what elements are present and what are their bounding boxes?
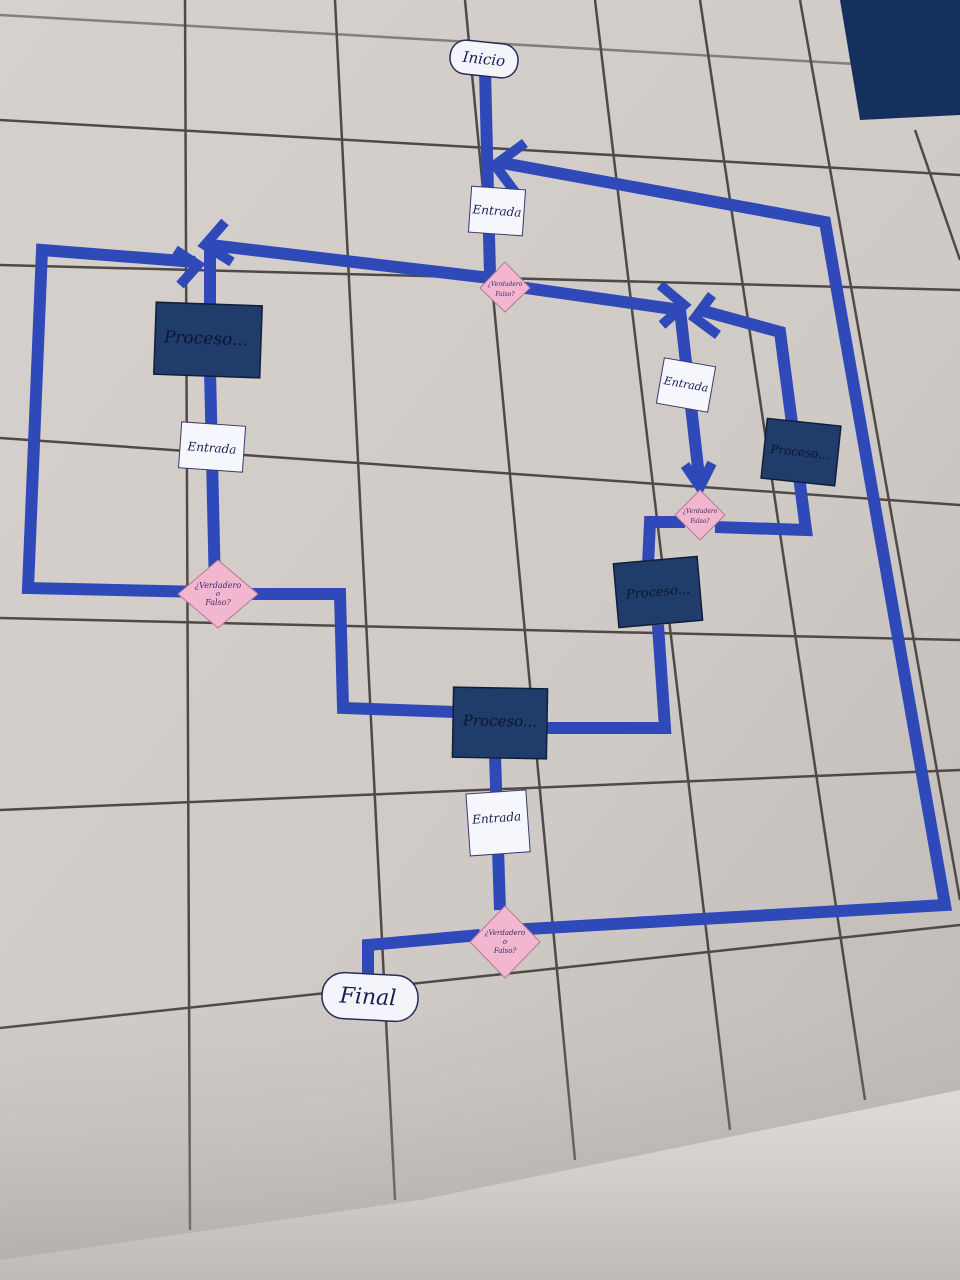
input-card-right: Entrada (655, 357, 717, 413)
process-box-left: Proceso... (152, 301, 263, 379)
svg-text:Falso?: Falso? (689, 518, 710, 525)
input-card-left: Entrada (178, 421, 247, 473)
svg-text:¿Verdadero: ¿Verdadero (683, 508, 718, 515)
svg-text:Falso?: Falso? (493, 947, 517, 955)
svg-text:Proceso...: Proceso... (163, 327, 249, 350)
svg-text:¿Verdadero: ¿Verdadero (485, 929, 526, 937)
svg-text:o: o (503, 938, 507, 946)
end-terminal: Final (321, 971, 419, 1023)
process-box-mid-right: Proceso... (612, 555, 704, 629)
process-box-right: Proceso... (760, 417, 842, 487)
decision-diamond-top: ¿Verdadero Falso? (479, 261, 531, 313)
start-terminal: Inicio (449, 39, 519, 79)
end-label: Final (338, 983, 397, 1011)
input-card-top: Entrada (467, 185, 527, 237)
start-label: Inicio (461, 48, 506, 70)
svg-text:Proceso...: Proceso... (624, 582, 690, 603)
tape-arrowheads (172, 138, 721, 497)
svg-text:Proceso...: Proceso... (769, 442, 831, 462)
svg-text:Falso?: Falso? (494, 291, 515, 298)
svg-text:Falso?: Falso? (204, 598, 231, 607)
arrow-head (197, 218, 235, 267)
process-box-center: Proceso... (451, 686, 549, 760)
svg-text:¿Verdadero: ¿Verdadero (195, 581, 241, 590)
arrow-head (680, 460, 717, 497)
decision-diamond-right: ¿Verdadero Falso? (674, 489, 726, 541)
svg-text:Entrada: Entrada (471, 202, 522, 219)
blue-wall-corner (840, 0, 960, 120)
decision-diamond-left: ¿Verdadero o Falso? (177, 559, 259, 629)
arrow-head (172, 245, 206, 289)
svg-text:Proceso...: Proceso... (462, 711, 538, 730)
svg-text:¿Verdadero: ¿Verdadero (488, 281, 523, 288)
arrow-head (487, 138, 528, 195)
svg-text:o: o (216, 590, 220, 598)
decision-diamond-bottom: ¿Verdadero o Falso? (469, 905, 541, 979)
svg-text:Entrada: Entrada (471, 809, 522, 826)
svg-text:Entrada: Entrada (186, 439, 237, 456)
arrow-head (656, 281, 692, 329)
input-card-bottom: Entrada (465, 789, 531, 857)
arrow-head (688, 292, 721, 340)
